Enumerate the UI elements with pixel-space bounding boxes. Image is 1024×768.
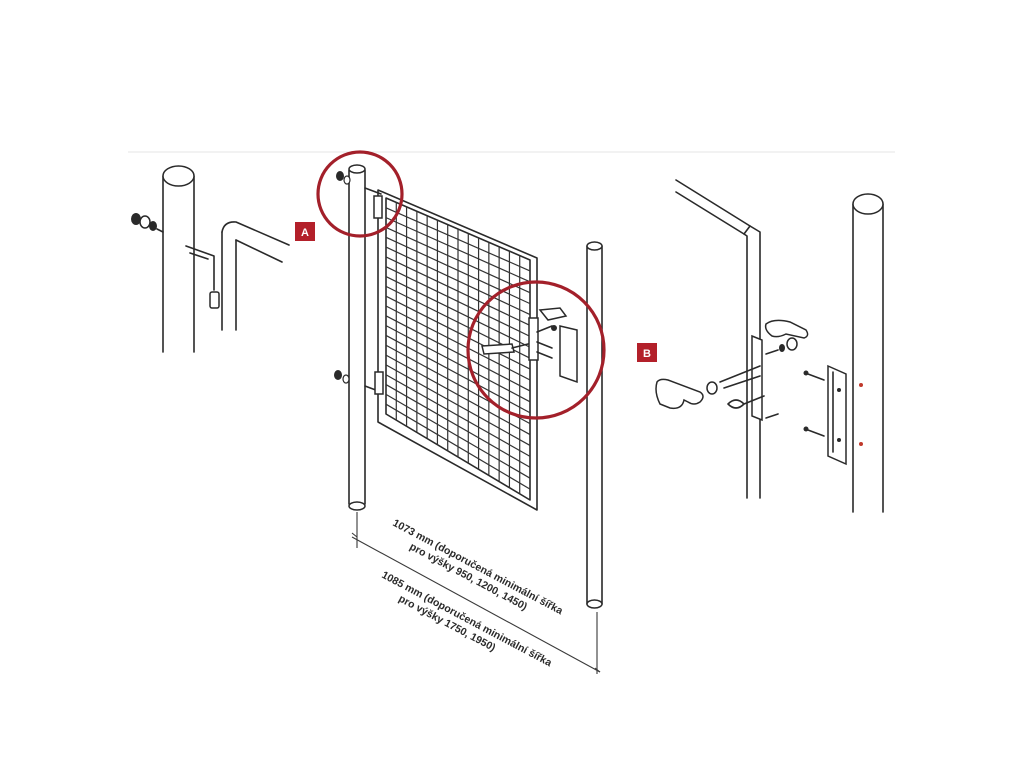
mesh-wire-horizontal — [385, 217, 531, 283]
mesh-wire-horizontal — [385, 315, 531, 392]
strike-plate-icon — [827, 364, 847, 466]
badge-a-label: A — [301, 227, 309, 239]
dimension-label-inner: 1073 mm (doporučená minimální šířka pro … — [391, 517, 565, 617]
mesh-wire-horizontal — [385, 266, 531, 337]
callout-circle-hinge — [316, 150, 404, 238]
mesh-wire-horizontal — [385, 384, 531, 468]
dimension-outer-line1: 1085 mm (doporučená minimální šířka — [380, 569, 554, 669]
mesh-wire-horizontal — [385, 276, 531, 348]
lock-detail — [655, 179, 884, 513]
mesh-wire-horizontal — [385, 256, 531, 326]
mesh-wire-horizontal — [385, 364, 531, 446]
gate-mesh — [385, 202, 531, 494]
gate-main — [334, 164, 603, 609]
mesh-wire-horizontal — [385, 354, 531, 436]
mesh-wire-horizontal — [385, 226, 531, 294]
mesh-wire-horizontal — [385, 305, 531, 381]
mesh-wire-horizontal — [385, 325, 531, 403]
badge-a: A — [295, 222, 315, 241]
mesh-wire-horizontal — [385, 393, 531, 479]
door-handle-icon — [655, 365, 765, 410]
dimension-lines — [351, 512, 601, 674]
badge-b: B — [637, 343, 657, 362]
door-handle-outer-icon — [764, 319, 809, 352]
mesh-wire-horizontal — [385, 207, 531, 272]
mesh-wire-horizontal — [385, 374, 531, 457]
screw-icon — [765, 349, 825, 437]
callout-circle-lock — [466, 280, 606, 420]
mesh-wire-horizontal — [385, 236, 531, 305]
mesh-wire-horizontal — [385, 334, 531, 414]
badge-b-label: B — [643, 348, 651, 360]
mesh-wire-horizontal — [385, 246, 531, 316]
mesh-wire-horizontal — [385, 295, 531, 370]
hinge-detail — [131, 165, 290, 353]
mesh-wire-horizontal — [385, 403, 531, 490]
nut-washer-icon — [131, 213, 164, 233]
